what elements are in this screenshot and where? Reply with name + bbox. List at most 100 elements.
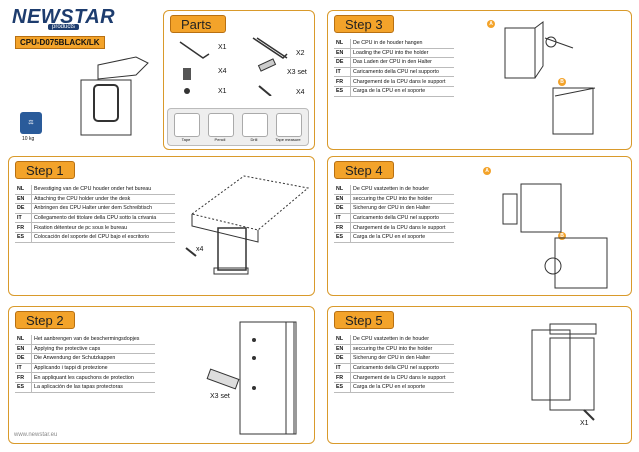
instruction-text: Bevestiging van de CPU houder onder het … [31,185,175,195]
model-number: CPU-D075BLACK/LK [15,36,105,49]
instruction-text: Chargement de la CPU dans le support [350,76,454,87]
instruction-text: Het aanbrengen van de beschermingsdopjes [31,335,155,345]
tool-label: Tape [181,137,191,142]
language-code: FR [334,372,351,383]
step-title: Step 5 [334,311,394,329]
language-code: EN [334,194,351,205]
language-code: DE [15,353,32,364]
step-title: Step 2 [15,311,75,329]
parts-title: Parts [170,15,226,33]
step-4-illustration [502,183,608,289]
instruction-text: seccuring the CPU into the holder [350,194,454,205]
step-5-illustration [531,323,597,421]
instruction-text: De CPU in de houder hangen [350,39,454,49]
tool-label: Drill [250,137,258,142]
instruction-text: Caricamento della CPU nel supporto [350,363,454,374]
step-5-qty: X1 [580,420,589,427]
instruction-text: Sicherung der CPU in den Halter [350,203,454,214]
parts-illustrations [179,37,288,96]
cpu-holder-illustration [80,56,149,136]
instruction-text: Collegamento del titolare della CPU sott… [31,213,175,224]
part-qty: X1 [218,88,227,95]
language-code: DE [334,57,351,68]
language-code: ES [334,86,351,97]
language-code: ES [334,232,351,243]
language-code: ES [334,382,351,393]
step-1-qty: x4 [196,246,204,253]
part-qty: X4 [218,68,227,75]
language-code: NL [15,335,32,345]
brand-logo: NEWSTAR [12,6,116,28]
step-title: Step 1 [15,161,75,179]
step-3-illustration [504,21,596,135]
language-code: EN [15,344,32,355]
instruction-text: De CPU vastzetten in de houder [350,185,454,195]
part-qty: X4 [296,89,305,96]
instruction-text: Loading the CPU into the holder [350,48,454,59]
instruction-text: Carga de la CPU en el soporte [350,382,454,393]
instruction-text: De CPU vastzetten in de houder [350,335,454,345]
language-code: DE [15,203,32,214]
instruction-text: Das Laden der CPU in den Halter [350,57,454,68]
part-qty: X2 [296,50,305,57]
language-code: EN [15,194,32,205]
language-code: EN [334,344,351,355]
marker-b: B [558,232,566,240]
language-code: FR [15,222,32,233]
language-code: ES [15,382,32,393]
language-code: IT [334,363,351,374]
step-1-illustration [185,175,310,275]
instruction-text: Carga de la CPU en el soporte [350,86,454,97]
language-code: EN [334,48,351,59]
language-code: NL [334,335,351,345]
instruction-text: Fixation détenteur de pc sous le bureau [31,222,175,233]
tools-strip: Tape Pencil Drill Tape measure [167,108,309,146]
drill-icon [242,113,268,137]
part-qty: X1 [218,44,227,51]
language-code: NL [334,39,351,49]
marker-b: B [558,78,566,86]
instruction-text: Chargement de la CPU dans le support [350,222,454,233]
language-code: NL [334,185,351,195]
weight-label: 10 kg [22,136,35,142]
weight-icon: ⚖ [20,112,42,134]
instruction-text: Anbringen des CPU Halter unter dem Schre… [31,203,175,214]
language-code: IT [334,213,351,224]
language-code: DE [334,203,351,214]
instruction-text: La aplicación de las tapas protectoras [31,382,155,393]
instruction-text: Caricamento della CPU nel supporto [350,67,454,78]
instruction-text: En appliquant les capuchons de protectio… [31,372,155,383]
step-title: Step 3 [334,15,394,33]
instruction-text: Applicando i tappi di protezione [31,363,155,374]
tape-measure-icon [276,113,302,137]
step-2-qty: X3 set [210,393,230,400]
language-code: IT [15,213,32,224]
part-qty: X3 set [287,69,307,76]
instruction-text: Die Anwendung der Schutzkappen [31,353,155,364]
instruction-text: seccuring the CPU into the holder [350,344,454,355]
